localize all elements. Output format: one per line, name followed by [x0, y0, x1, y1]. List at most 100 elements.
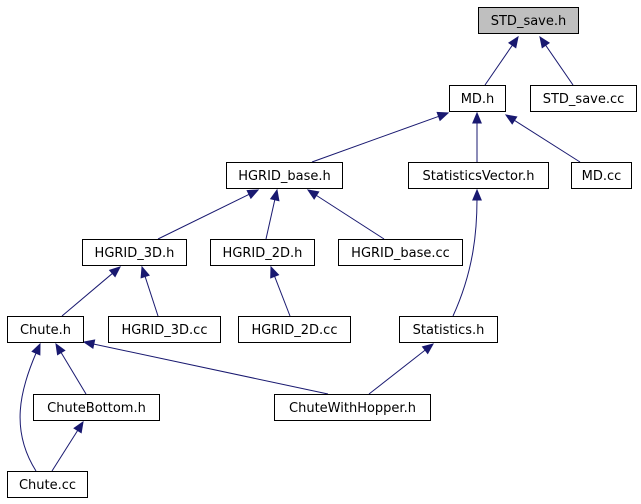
- node-label: MD.h: [461, 92, 495, 107]
- node-label: HGRID_2D.cc: [252, 323, 338, 338]
- node-label: ChuteBottom.h: [47, 401, 146, 416]
- edge-chute-with-hopper-h-to-chute-h-arrowhead: [82, 339, 96, 350]
- node-box: [449, 85, 506, 112]
- edge-statistics-h-to-statistics-vector-h-line: [452, 198, 478, 317]
- node-box: [108, 316, 221, 343]
- node-box: [210, 239, 315, 266]
- node-label: HGRID_3D.h: [95, 246, 175, 261]
- edge-hgrid-2d-h-to-hgrid-base-h-line: [265, 198, 276, 240]
- node-hgrid-base-h[interactable]: HGRID_base.h: [226, 162, 343, 189]
- node-hgrid-base-cc[interactable]: HGRID_base.cc: [338, 239, 463, 266]
- edge-chute-cc-to-chute-bottom-h-arrowhead: [73, 420, 84, 434]
- node-box: [399, 316, 498, 343]
- node-chute-cc[interactable]: Chute.cc: [7, 471, 88, 498]
- edge-chute-bottom-h-to-chute-h-line: [60, 351, 87, 395]
- node-box: [274, 394, 431, 421]
- node-std-save-cc[interactable]: STD_save.cc: [530, 85, 637, 112]
- edge-chute-cc-to-chute-bottom-h-line: [51, 429, 79, 472]
- edge-hgrid-2d-cc-to-hgrid-2d-h-line: [273, 275, 291, 317]
- edge-hgrid-3d-h-to-hgrid-base-h-arrowhead: [246, 189, 260, 200]
- edge-hgrid-2d-h-to-hgrid-base-h: [265, 188, 280, 240]
- edge-chute-h-to-hgrid-3d-h: [61, 266, 121, 317]
- edge-chute-bottom-h-to-chute-h-arrowhead: [55, 342, 66, 356]
- edge-chute-cc-to-chute-h: [19, 342, 41, 472]
- node-statistics-h[interactable]: Statistics.h: [399, 316, 498, 343]
- node-box: [33, 394, 160, 421]
- edge-std-save-cc-to-std-save-h: [539, 35, 574, 86]
- edges-layer: [19, 35, 581, 472]
- node-label: MD.cc: [582, 169, 622, 184]
- node-box: [478, 7, 579, 34]
- node-hgrid-3d-h[interactable]: HGRID_3D.h: [82, 239, 187, 266]
- node-label: HGRID_2D.h: [223, 246, 303, 261]
- edge-chute-with-hopper-h-to-statistics-h-arrowhead: [421, 343, 435, 355]
- node-box: [338, 239, 463, 266]
- edge-md-h-to-std-save-h-line: [484, 44, 514, 86]
- node-std-save-h: STD_save.h: [478, 7, 579, 34]
- edge-hgrid-base-cc-to-hgrid-base-h: [306, 189, 385, 240]
- edge-hgrid-2d-cc-to-hgrid-2d-h-arrowhead: [270, 265, 280, 279]
- node-box: [408, 162, 549, 189]
- node-box: [7, 316, 84, 343]
- edge-hgrid-3d-h-to-hgrid-base-h-line: [157, 193, 251, 240]
- edge-hgrid-base-h-to-md-h-arrowhead: [436, 111, 450, 122]
- node-box: [7, 471, 88, 498]
- edge-chute-cc-to-chute-h-arrowhead: [31, 342, 41, 356]
- node-box: [82, 239, 187, 266]
- node-hgrid-2d-cc[interactable]: HGRID_2D.cc: [238, 316, 351, 343]
- node-label: Statistics.h: [413, 323, 485, 338]
- edge-hgrid-3d-cc-to-hgrid-3d-h-arrowhead: [140, 265, 150, 279]
- edge-chute-bottom-h-to-chute-h: [55, 342, 87, 395]
- edge-hgrid-3d-cc-to-hgrid-3d-h: [140, 265, 159, 317]
- edge-chute-with-hopper-h-to-chute-h-line: [92, 343, 329, 395]
- node-box: [226, 162, 343, 189]
- node-label: STD_save.h: [491, 14, 567, 29]
- node-chute-bottom-h[interactable]: ChuteBottom.h: [33, 394, 160, 421]
- node-box: [238, 316, 351, 343]
- node-label: STD_save.cc: [543, 92, 625, 107]
- node-label: ChuteWithHopper.h: [289, 401, 416, 416]
- edge-md-h-to-std-save-h-arrowhead: [507, 35, 519, 49]
- node-box: [530, 85, 637, 112]
- node-label: HGRID_base.cc: [351, 246, 450, 261]
- node-label: HGRID_base.h: [238, 169, 331, 184]
- edge-hgrid-base-h-to-md-h-line: [311, 115, 440, 163]
- edge-hgrid-2d-h-to-hgrid-base-h-arrowhead: [269, 188, 280, 202]
- node-chute-with-hopper-h[interactable]: ChuteWithHopper.h: [274, 394, 431, 421]
- node-box: [571, 162, 632, 189]
- node-label: HGRID_3D.cc: [122, 323, 208, 338]
- node-hgrid-3d-cc[interactable]: HGRID_3D.cc: [108, 316, 221, 343]
- edge-hgrid-2d-cc-to-hgrid-2d-h: [270, 265, 291, 317]
- edge-hgrid-base-cc-to-hgrid-base-h-arrowhead: [306, 189, 320, 200]
- node-hgrid-2d-h[interactable]: HGRID_2D.h: [210, 239, 315, 266]
- node-label: Chute.cc: [19, 478, 76, 493]
- edge-chute-with-hopper-h-to-chute-h: [82, 339, 329, 395]
- edge-chute-h-to-hgrid-3d-h-arrowhead: [108, 266, 121, 278]
- edge-chute-cc-to-chute-h-line: [19, 352, 37, 472]
- edge-md-cc-to-md-h-arrowhead: [504, 114, 518, 125]
- edge-chute-with-hopper-h-to-statistics-h: [368, 343, 435, 395]
- edge-chute-h-to-hgrid-3d-h-line: [61, 272, 114, 317]
- edge-hgrid-base-cc-to-hgrid-base-h-line: [315, 194, 385, 240]
- edge-chute-with-hopper-h-to-statistics-h-line: [368, 349, 427, 395]
- edge-md-cc-to-md-h-line: [513, 119, 581, 163]
- edge-hgrid-base-h-to-md-h: [311, 111, 450, 163]
- edge-md-h-to-std-save-h: [484, 35, 519, 86]
- edge-statistics-h-to-statistics-vector-h-arrowhead: [472, 188, 482, 201]
- edge-statistics-vector-h-to-md-h: [472, 111, 482, 162]
- edge-statistics-vector-h-to-md-h-arrowhead: [472, 111, 482, 124]
- edge-std-save-cc-to-std-save-h-line: [544, 44, 574, 86]
- edge-chute-cc-to-chute-bottom-h: [51, 420, 84, 472]
- node-md-cc[interactable]: MD.cc: [571, 162, 632, 189]
- node-label: Chute.h: [20, 323, 71, 338]
- node-statistics-vector-h[interactable]: StatisticsVector.h: [408, 162, 549, 189]
- node-label: StatisticsVector.h: [422, 169, 534, 184]
- node-chute-h[interactable]: Chute.h: [7, 316, 84, 343]
- edge-std-save-cc-to-std-save-h-arrowhead: [539, 35, 551, 49]
- edge-md-cc-to-md-h: [504, 114, 581, 163]
- edge-statistics-h-to-statistics-vector-h: [452, 188, 482, 317]
- edge-hgrid-3d-cc-to-hgrid-3d-h-line: [144, 275, 159, 317]
- node-md-h[interactable]: MD.h: [449, 85, 506, 112]
